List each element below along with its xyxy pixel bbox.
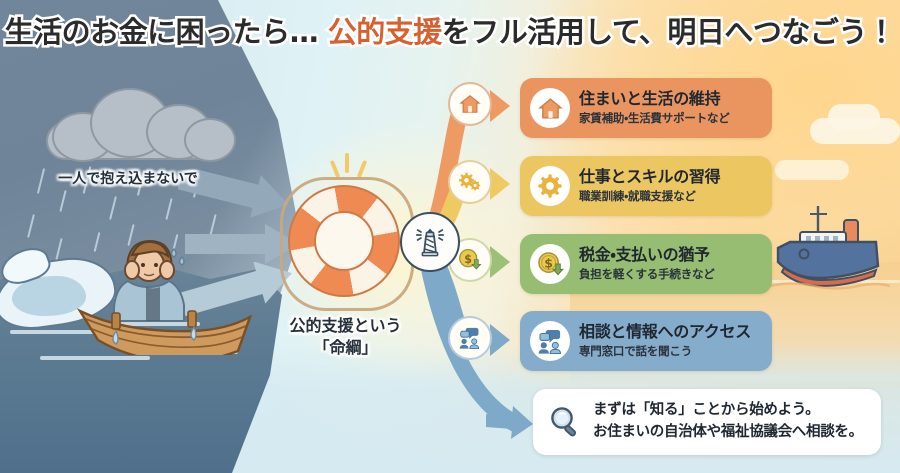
card-title: 税金・支払いの猶予	[579, 244, 710, 264]
svg-text:$: $	[464, 253, 472, 266]
cta-line-1: まずは「知る」ことから始めよう。	[593, 402, 820, 419]
card-work-skills[interactable]: 仕事とスキルの習得 職業訓練・就職支援など	[520, 156, 772, 216]
coin-down-arrow-icon: $	[537, 251, 564, 275]
house-icon	[537, 97, 563, 119]
worried-person-icon	[113, 239, 185, 322]
card-icon-wrap	[530, 166, 570, 206]
card-title: 相談と情報へのアクセス	[579, 321, 751, 341]
card-title: 仕事とスキルの習得	[579, 166, 721, 186]
card-text: 仕事とスキルの習得 職業訓練・就職支援など	[579, 166, 721, 204]
left-caption: 一人で抱え込まないで	[28, 168, 228, 188]
storm-cloud-icon	[38, 82, 238, 162]
card-tax-deferral[interactable]: $ 税金・支払いの猶予 負担を軽くする手続きなど	[520, 234, 772, 294]
card-text: 相談と情報へのアクセス 専門窓口で話を聞こう	[579, 321, 751, 359]
card-subtitle: 家賃補助・生活費サポートなど	[579, 111, 730, 126]
card-icon-wrap	[530, 321, 570, 361]
card-text: 税金・支払いの猶予 負担を軽くする手続きなど	[579, 244, 715, 282]
cta-line-2: お住まいの自治体や福祉協議会へ相談を。	[593, 424, 863, 440]
people-chat-icon	[459, 327, 480, 349]
arrow-cta	[486, 406, 533, 439]
cloud-icon	[775, 160, 849, 180]
cta-text: まずは「知る」ことから始めよう。 お住まいの自治体や福祉協議会へ相談を。	[593, 400, 863, 444]
magnifier-icon	[551, 407, 577, 437]
center-caption: 公的支援という 「命綱」	[263, 315, 428, 358]
ribbon-cta	[419, 253, 525, 433]
page-title: 生活のお金に困ったら… 公的支援をフル活用して、明日へつなごう！	[2, 9, 898, 52]
cloud-icon	[828, 104, 880, 130]
lighthouse-badge-icon[interactable]	[400, 212, 460, 272]
card-subtitle: 負担を軽くする手続きなど	[579, 267, 715, 282]
wave-icon	[10, 330, 106, 334]
card-text: 住まいと生活の維持 家賃補助・生活費サポートなど	[579, 88, 730, 126]
sparkle-icon	[345, 153, 349, 173]
center-caption-line-1: 公的支援という	[289, 316, 402, 335]
gears-icon	[458, 172, 481, 191]
people-chat-icon	[538, 329, 561, 354]
left-caption-text: 一人で抱え込まないで	[58, 171, 198, 187]
wave-icon	[120, 322, 200, 326]
ship-icon	[770, 206, 890, 290]
lighthouse-icon	[415, 228, 445, 257]
center-caption-line-2: 「命綱」	[313, 337, 378, 357]
node-consult[interactable]	[448, 316, 492, 360]
rowboat-icon	[76, 239, 253, 355]
card-subtitle: 職業訓練・就職支援など	[579, 189, 696, 204]
wave-icon	[40, 356, 150, 360]
card-title: 住まいと生活の維持	[579, 88, 721, 108]
node-work[interactable]	[448, 160, 492, 204]
card-consultation[interactable]: 相談と情報へのアクセス 専門窓口で話を聞こう	[520, 311, 772, 371]
card-icon-wrap	[530, 88, 570, 128]
title-part-2: をフル活用して、明日へつなごう！	[439, 13, 898, 52]
coin-down-arrow-icon: $	[459, 249, 482, 270]
gray-arrow-icon	[180, 262, 292, 317]
title-highlight: 公的支援	[325, 13, 445, 52]
wave-crest-icon	[0, 242, 122, 335]
card-subtitle: 専門窓口で話を聞こう	[579, 344, 692, 359]
title-part-1: 生活のお金に困ったら…	[2, 13, 328, 52]
svg-text:$: $	[544, 255, 553, 270]
gray-arrow-icon	[178, 170, 289, 218]
card-housing[interactable]: 住まいと生活の維持 家賃補助・生活費サポートなど	[520, 78, 772, 138]
cta-card[interactable]: まずは「知る」ことから始めよう。 お住まいの自治体や福祉協議会へ相談を。	[533, 389, 881, 455]
gray-arrow-icon	[185, 224, 299, 264]
lifebuoy-icon	[280, 177, 414, 311]
card-icon-wrap: $	[530, 244, 570, 284]
gear-icon	[538, 174, 562, 198]
title-band: 生活のお金に困ったら… 公的支援をフル活用して、明日へつなごう！	[0, 0, 900, 60]
node-housing[interactable]	[448, 82, 492, 126]
house-icon	[459, 95, 481, 113]
buoy-hole	[314, 211, 374, 271]
cta-icon-wrap	[545, 402, 585, 442]
